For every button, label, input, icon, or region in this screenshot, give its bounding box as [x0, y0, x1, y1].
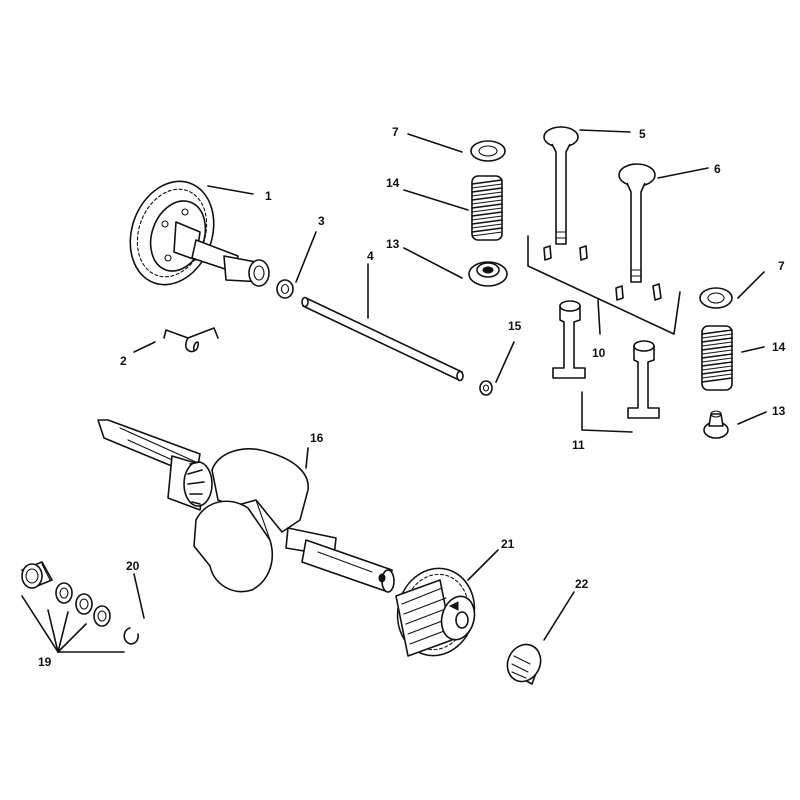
part-crankshaft	[97, 419, 395, 593]
part-tappet-left	[552, 300, 586, 379]
part-tappet-right	[627, 340, 660, 419]
callout-22: 22	[575, 577, 589, 591]
callout-7-right: 7	[778, 259, 785, 273]
part-gear-21	[395, 567, 476, 657]
callout-13-right: 13	[772, 404, 786, 418]
part-bearing-22	[506, 643, 542, 685]
leader-lines	[21, 129, 767, 653]
part-washer-3	[276, 279, 294, 299]
bracket-10	[527, 235, 681, 335]
callout-3: 3	[318, 214, 325, 228]
bracket-11	[581, 391, 633, 433]
part-bearing-19	[21, 561, 53, 589]
part-camshaft-gear	[129, 180, 270, 287]
part-valve-keepers	[543, 245, 662, 301]
callout-4: 4	[367, 249, 374, 263]
callout-2: 2	[120, 354, 127, 368]
part-spring-retainer-7b	[699, 287, 733, 309]
part-valve-spring-14b	[701, 325, 733, 391]
callout-16: 16	[310, 431, 324, 445]
part-rod	[301, 296, 464, 382]
part-spring-clip	[163, 327, 219, 353]
callout-14-top: 14	[386, 176, 400, 190]
callout-1: 1	[265, 189, 272, 203]
callout-14-right: 14	[772, 340, 786, 354]
callout-15: 15	[508, 319, 522, 333]
part-spring-seat-13a	[468, 261, 508, 287]
part-valve-6	[618, 163, 656, 283]
part-washers-19	[55, 582, 111, 627]
callout-7-top: 7	[392, 125, 399, 139]
callout-19: 19	[38, 655, 52, 669]
callout-20: 20	[126, 559, 140, 573]
part-spring-retainer-7a	[470, 140, 506, 162]
part-valve-spring-14a	[471, 175, 503, 241]
callout-labels: 1 2 3 4 5 6 7 7 10 11 13 13 14 14 15 16 …	[38, 125, 786, 669]
callout-13-top: 13	[386, 237, 400, 251]
callout-21: 21	[501, 537, 515, 551]
part-bushing-15	[479, 380, 493, 396]
callout-6: 6	[714, 162, 721, 176]
callout-10: 10	[592, 346, 606, 360]
callout-11: 11	[572, 438, 585, 452]
part-spring-seat-13b	[703, 410, 729, 439]
part-clip-20	[123, 627, 139, 645]
part-valve-5	[543, 126, 579, 245]
callout-5: 5	[639, 127, 646, 141]
